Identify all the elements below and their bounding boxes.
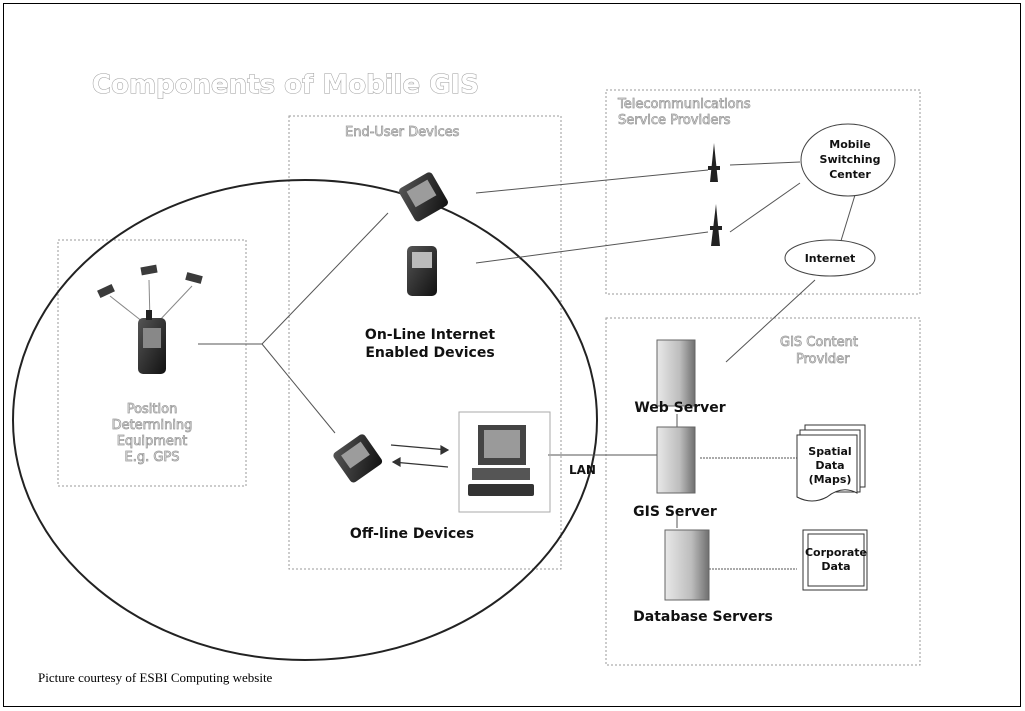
figure-caption: Picture courtesy of ESBI Computing websi… <box>38 670 273 685</box>
gis-content-provider-box <box>605 317 921 666</box>
web-server-icon <box>656 339 696 407</box>
offline-devices-label: Off-line Devices <box>350 526 474 542</box>
figure-frame <box>3 3 1021 707</box>
corporate-label-line2: Data <box>821 560 850 573</box>
positioning-label-line1: Position <box>127 402 178 417</box>
corporate-label-line1: Corporate <box>805 546 867 559</box>
content-label-line1: GIS Content <box>780 335 858 350</box>
satellite-icon <box>97 264 203 299</box>
positioning-label-line2: Determining <box>112 418 193 433</box>
sync-arrows <box>390 444 450 468</box>
database-servers-label: Database Servers <box>633 609 773 625</box>
desktop-computer-icon <box>468 425 534 496</box>
corporate-data-document-icon <box>802 529 868 591</box>
internet-node <box>784 239 876 277</box>
positioning-equipment-box <box>57 239 247 487</box>
gis-server-icon <box>656 426 696 494</box>
database-server-icon <box>664 529 710 601</box>
lan-label: LAN <box>569 463 596 477</box>
positioning-label-line4: E.g. GPS <box>124 450 179 465</box>
diagram-title: Components of Mobile GIS <box>92 70 479 100</box>
spatial-data-document-icon <box>796 424 866 502</box>
telecom-providers-box <box>605 89 921 295</box>
switching-label-line1: Mobile <box>829 138 870 151</box>
cell-tower-icon <box>708 143 720 182</box>
connection-lines <box>198 161 856 570</box>
cell-tower-icon <box>710 204 722 246</box>
end-user-devices-label: End-User Devices <box>345 125 460 140</box>
gps-receiver-icon <box>138 310 166 374</box>
spatial-label-line2: Data <box>815 459 844 472</box>
internet-label: Internet <box>805 252 856 265</box>
switching-label-line3: Center <box>829 168 871 181</box>
mobile-switching-center-node <box>800 123 896 197</box>
end-user-devices-box <box>288 115 562 570</box>
gis-server-label: GIS Server <box>633 504 717 520</box>
content-label-line2: Provider <box>796 352 850 367</box>
desktop-box <box>458 411 551 513</box>
highlight-ellipse <box>12 179 598 661</box>
positioning-label-line3: Equipment <box>117 434 188 449</box>
offline-pda-icon <box>333 434 383 483</box>
spatial-label-line1: Spatial <box>808 445 851 458</box>
online-devices-label-line2: Enabled Devices <box>365 345 494 361</box>
telecom-label-line1: Telecommunications <box>617 97 751 112</box>
pda-device-icon <box>399 172 448 222</box>
spatial-label-line3: (Maps) <box>809 473 852 486</box>
telecom-label-line2: Service Providers <box>618 113 731 128</box>
switching-label-line2: Switching <box>820 153 881 166</box>
web-server-label: Web Server <box>634 400 725 416</box>
mobile-phone-icon <box>407 246 437 296</box>
online-devices-label-line1: On-Line Internet <box>365 327 495 343</box>
